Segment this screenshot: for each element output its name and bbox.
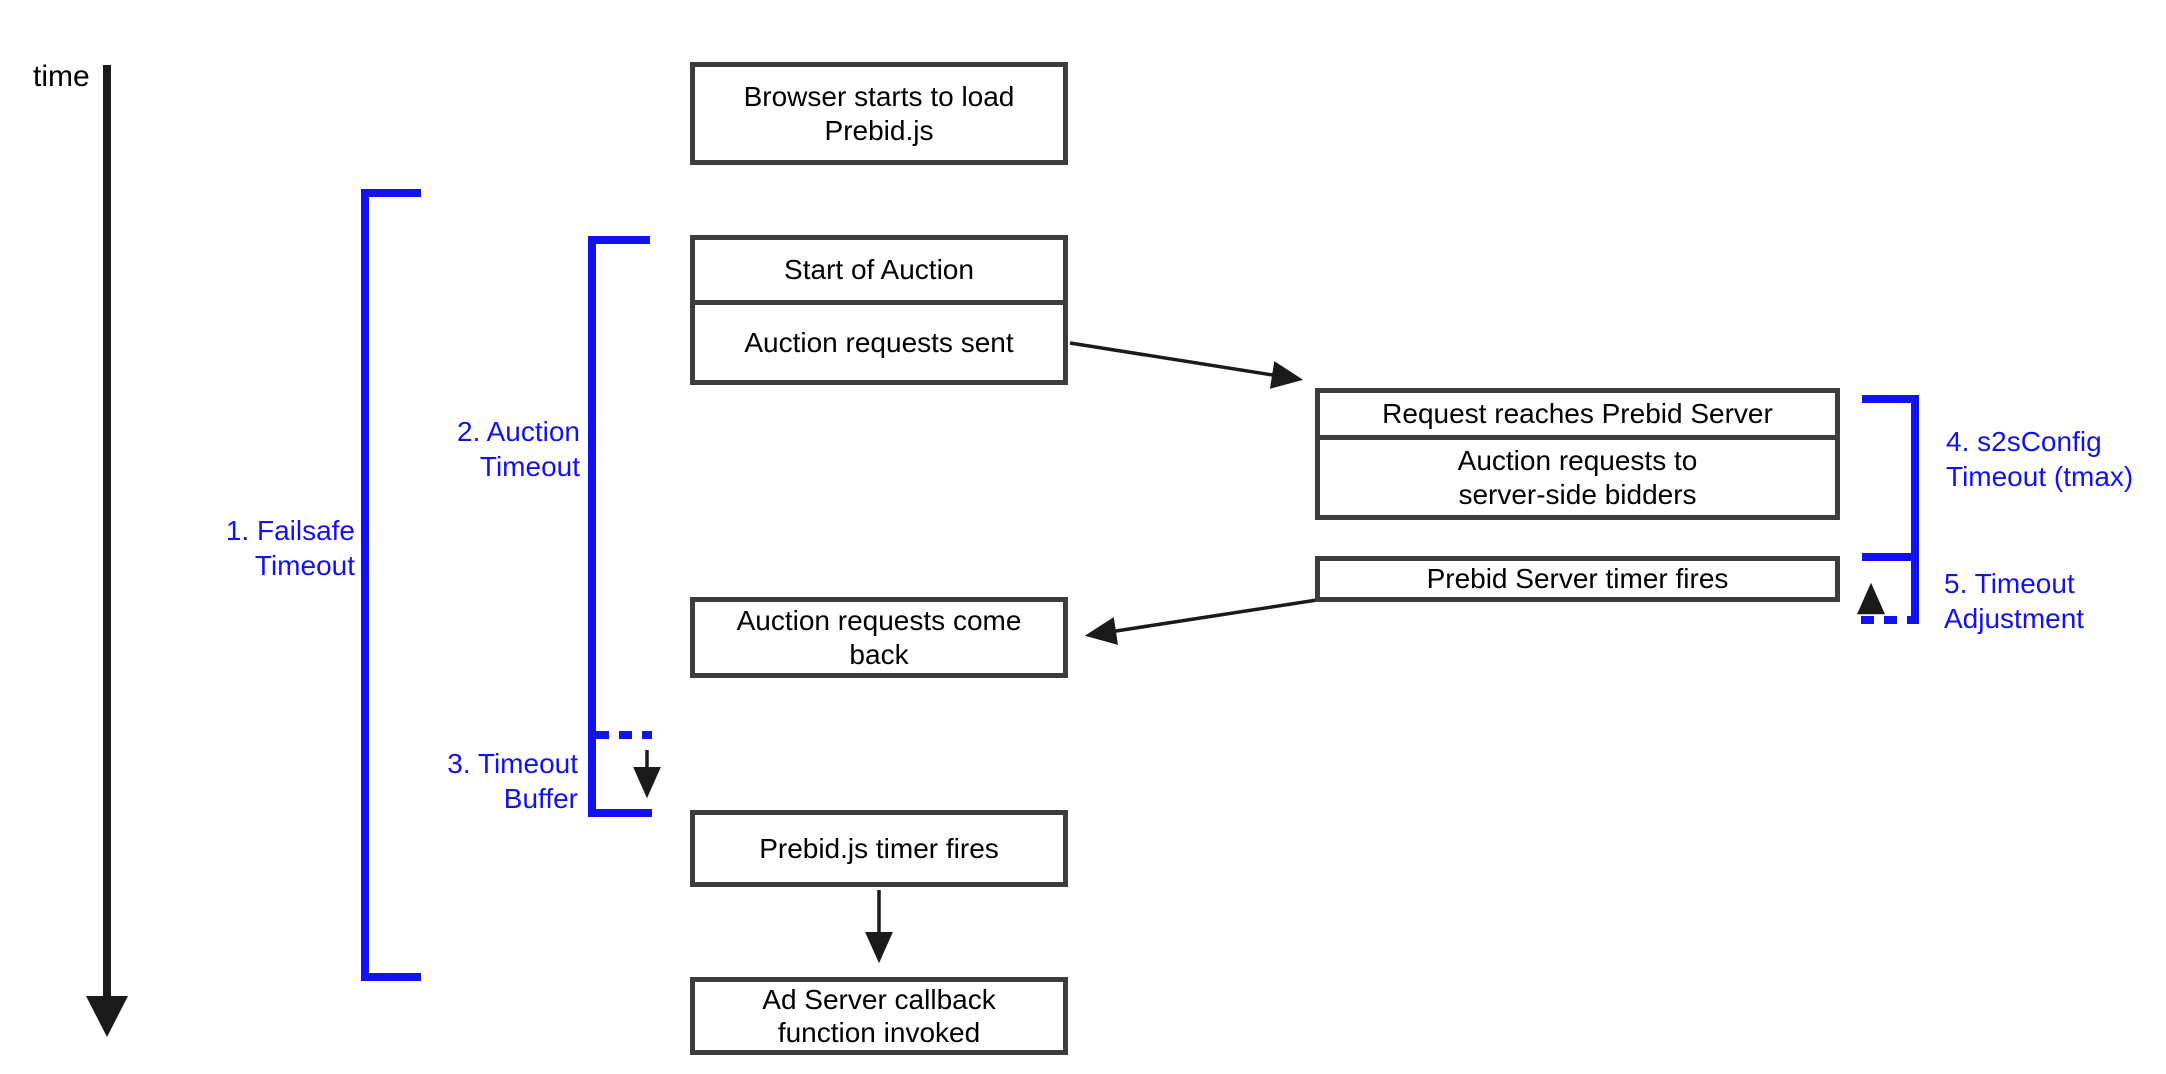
box-requests-come-back-line2: back: [849, 638, 909, 670]
label-auction-timeout-line1: 2. Auction: [457, 416, 580, 447]
label-timeout-adjustment-line1: 5. Timeout: [1944, 568, 2075, 599]
label-timeout-buffer-line1: 3. Timeout: [447, 748, 578, 779]
box-browser-load-line2: Prebid.js: [824, 114, 934, 146]
box-requests-come-back: Auction requests come back: [690, 597, 1068, 678]
label-s2s-timeout-line2: Timeout (tmax): [1946, 461, 2134, 492]
box-ad-server-callback-line1: Ad Server callback: [762, 984, 996, 1015]
box-prebid-timer-fires-line1: Prebid.js timer fires: [759, 832, 999, 864]
box-auction-pair: Start of Auction Auction requests sent: [690, 235, 1068, 385]
box-requests-to-bidders-line1: Auction requests to: [1457, 444, 1698, 476]
box-ad-server-callback-line2: function invoked: [777, 1017, 981, 1048]
box-server-timer-fires-line1: Prebid Server timer fires: [1426, 563, 1729, 594]
box-requests-to-bidders-line2: server-side bidders: [1458, 478, 1697, 510]
label-timeout-buffer-line2: Buffer: [503, 783, 578, 814]
label-timeout-adjustment-line2: Adjustment: [1944, 603, 2085, 634]
box-browser-load-line1: Browser starts to load: [743, 80, 1015, 112]
time-axis-label: time: [33, 60, 90, 93]
label-s2s-timeout-line1: 4. s2sConfig: [1946, 426, 2102, 457]
box-divider: [1320, 435, 1835, 440]
box-requests-to-bidders: Auction requests to server-side bidders: [1320, 440, 1835, 515]
box-ad-server-callback: Ad Server callback function invoked: [690, 977, 1068, 1055]
box-request-reaches-server: Request reaches Prebid Server: [1320, 393, 1835, 435]
label-timeout-adjustment: 5. Timeout Adjustment: [1944, 566, 2084, 636]
label-s2s-timeout: 4. s2sConfig Timeout (tmax): [1946, 424, 2133, 494]
arrow-requests-sent-to-server: [1069, 341, 1304, 389]
label-timeout-buffer: 3. Timeout Buffer: [318, 746, 578, 816]
bracket-auction-timeout: [588, 236, 652, 817]
box-auction-requests-sent-line1: Auction requests sent: [744, 326, 1014, 358]
label-failsafe-timeout-line1: 1. Failsafe: [225, 515, 355, 546]
bracket-failsafe-timeout: [361, 189, 421, 981]
box-server-pair: Request reaches Prebid Server Auction re…: [1315, 388, 1840, 520]
box-server-timer-fires: Prebid Server timer fires: [1315, 556, 1840, 602]
label-failsafe-timeout: 1. Failsafe Timeout: [95, 513, 355, 583]
bracket-s2s-timeout: [1862, 395, 1919, 561]
box-requests-come-back-line1: Auction requests come: [736, 604, 1022, 636]
box-prebid-timer-fires: Prebid.js timer fires: [690, 810, 1068, 887]
box-request-reaches-server-line1: Request reaches Prebid Server: [1382, 398, 1773, 429]
box-start-of-auction: Start of Auction: [695, 240, 1063, 300]
box-divider: [695, 300, 1063, 305]
arrow-server-timer-to-come-back: [1084, 598, 1318, 645]
label-auction-timeout: 2. Auction Timeout: [320, 414, 580, 484]
box-auction-requests-sent: Auction requests sent: [695, 305, 1063, 380]
label-auction-timeout-line2: Timeout: [479, 451, 580, 482]
box-browser-load: Browser starts to load Prebid.js: [690, 62, 1068, 165]
box-start-of-auction-line1: Start of Auction: [784, 254, 974, 285]
label-failsafe-timeout-line2: Timeout: [254, 550, 355, 581]
